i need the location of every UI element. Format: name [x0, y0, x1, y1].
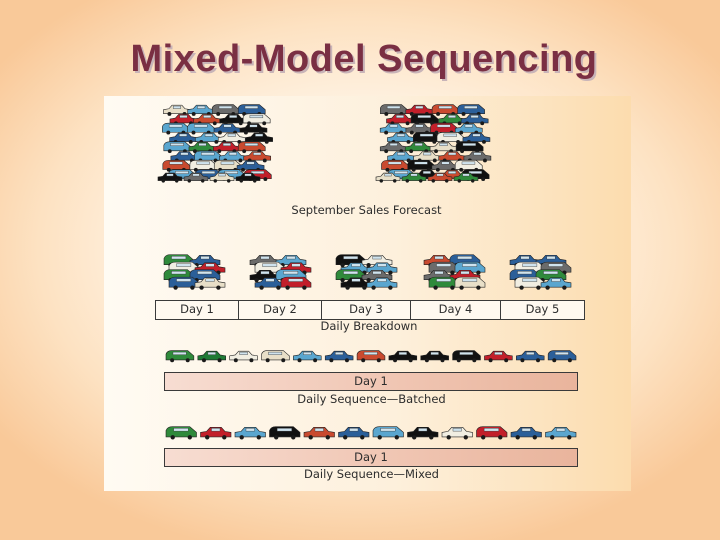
monthly-car-pile-left [157, 104, 273, 183]
car-icon [401, 172, 427, 183]
car-icon [379, 142, 408, 154]
car-icon [165, 426, 197, 440]
day-cell-5: Day 5 [525, 302, 560, 316]
car-icon [187, 122, 215, 135]
car-icon [242, 113, 271, 126]
car-icon [338, 426, 370, 440]
car-icon [275, 254, 307, 268]
car-illustrations [157, 104, 577, 440]
day-cell-3: Day 3 [322, 301, 411, 319]
car-icon [209, 172, 235, 183]
car-icon [431, 104, 460, 116]
car-icon [157, 172, 183, 183]
car-icon [388, 350, 418, 363]
mixed-caption: Daily Sequence—Mixed [304, 467, 439, 481]
car-icon [229, 350, 258, 363]
car-icon [454, 123, 483, 135]
car-icon [183, 172, 209, 183]
car-icon [453, 172, 479, 183]
car-icon [324, 350, 354, 363]
car-icon [484, 350, 513, 363]
car-icon [427, 172, 453, 183]
car-icon [430, 122, 458, 135]
car-icon [514, 276, 546, 290]
car-icon [335, 269, 367, 283]
day-cell-4: Day 4 [411, 301, 501, 319]
car-icon [547, 350, 577, 363]
forecast-label: September Sales Forecast [291, 203, 442, 217]
car-icon [234, 426, 266, 440]
car-icon [303, 426, 335, 440]
car-icon [410, 113, 439, 126]
mixed-model-sequencing-figure: September Sales Forecast Day 1 Day 2 Day… [104, 96, 631, 491]
car-icon [516, 350, 545, 363]
car-icon [194, 277, 226, 290]
car-icon [269, 426, 301, 440]
car-icon [163, 104, 191, 116]
car-icon [261, 350, 290, 363]
car-icon [254, 261, 286, 275]
car-icon [372, 426, 404, 440]
mixed-sequence-bar: Day 1 [164, 448, 578, 467]
car-icon [163, 141, 192, 154]
day-cell-1: Day 1 [156, 301, 239, 319]
car-icon [375, 172, 401, 183]
car-icon [452, 350, 481, 363]
car-icon [217, 132, 246, 144]
car-icon [428, 276, 460, 290]
breakdown-label: Daily Breakdown [320, 319, 418, 333]
car-icon [545, 426, 577, 440]
car-icon [165, 350, 195, 363]
car-icon [162, 160, 191, 172]
car-icon [219, 114, 247, 126]
car-icon [235, 172, 261, 183]
car-icon [293, 350, 322, 363]
car-icon [168, 276, 200, 290]
batched-sequence-bar: Day 1 [164, 372, 578, 391]
car-icon [457, 104, 485, 116]
car-icon [412, 132, 441, 144]
daily-car-piles [163, 254, 572, 290]
mixed-car-row [165, 426, 577, 440]
monthly-car-pile-right [375, 104, 492, 183]
car-icon [510, 426, 542, 440]
car-icon [379, 123, 408, 135]
slide-title: Mixed-Model Sequencing [130, 38, 598, 80]
batched-car-row [165, 350, 577, 363]
car-icon [429, 142, 458, 154]
car-icon [462, 132, 491, 144]
car-icon [540, 277, 572, 290]
car-icon [380, 104, 408, 116]
car-icon [280, 276, 312, 290]
car-icon [420, 350, 449, 363]
day-cell-2: Day 2 [239, 301, 322, 319]
car-icon [407, 160, 436, 172]
car-icon [441, 426, 473, 440]
car-icon [463, 151, 492, 163]
car-icon [407, 426, 439, 440]
car-icon [438, 114, 466, 126]
car-icon [454, 276, 486, 290]
car-icon [366, 277, 398, 290]
car-icon [254, 277, 286, 290]
car-icon [476, 426, 508, 440]
car-icon [340, 277, 372, 290]
day-bar: Day 1 Day 2 Day 3 Day 4 Day 5 [155, 300, 585, 320]
car-icon [356, 350, 386, 363]
car-icon [454, 160, 483, 172]
batched-caption: Daily Sequence—Batched [297, 392, 446, 406]
car-icon [200, 426, 232, 440]
car-icon [197, 350, 226, 363]
